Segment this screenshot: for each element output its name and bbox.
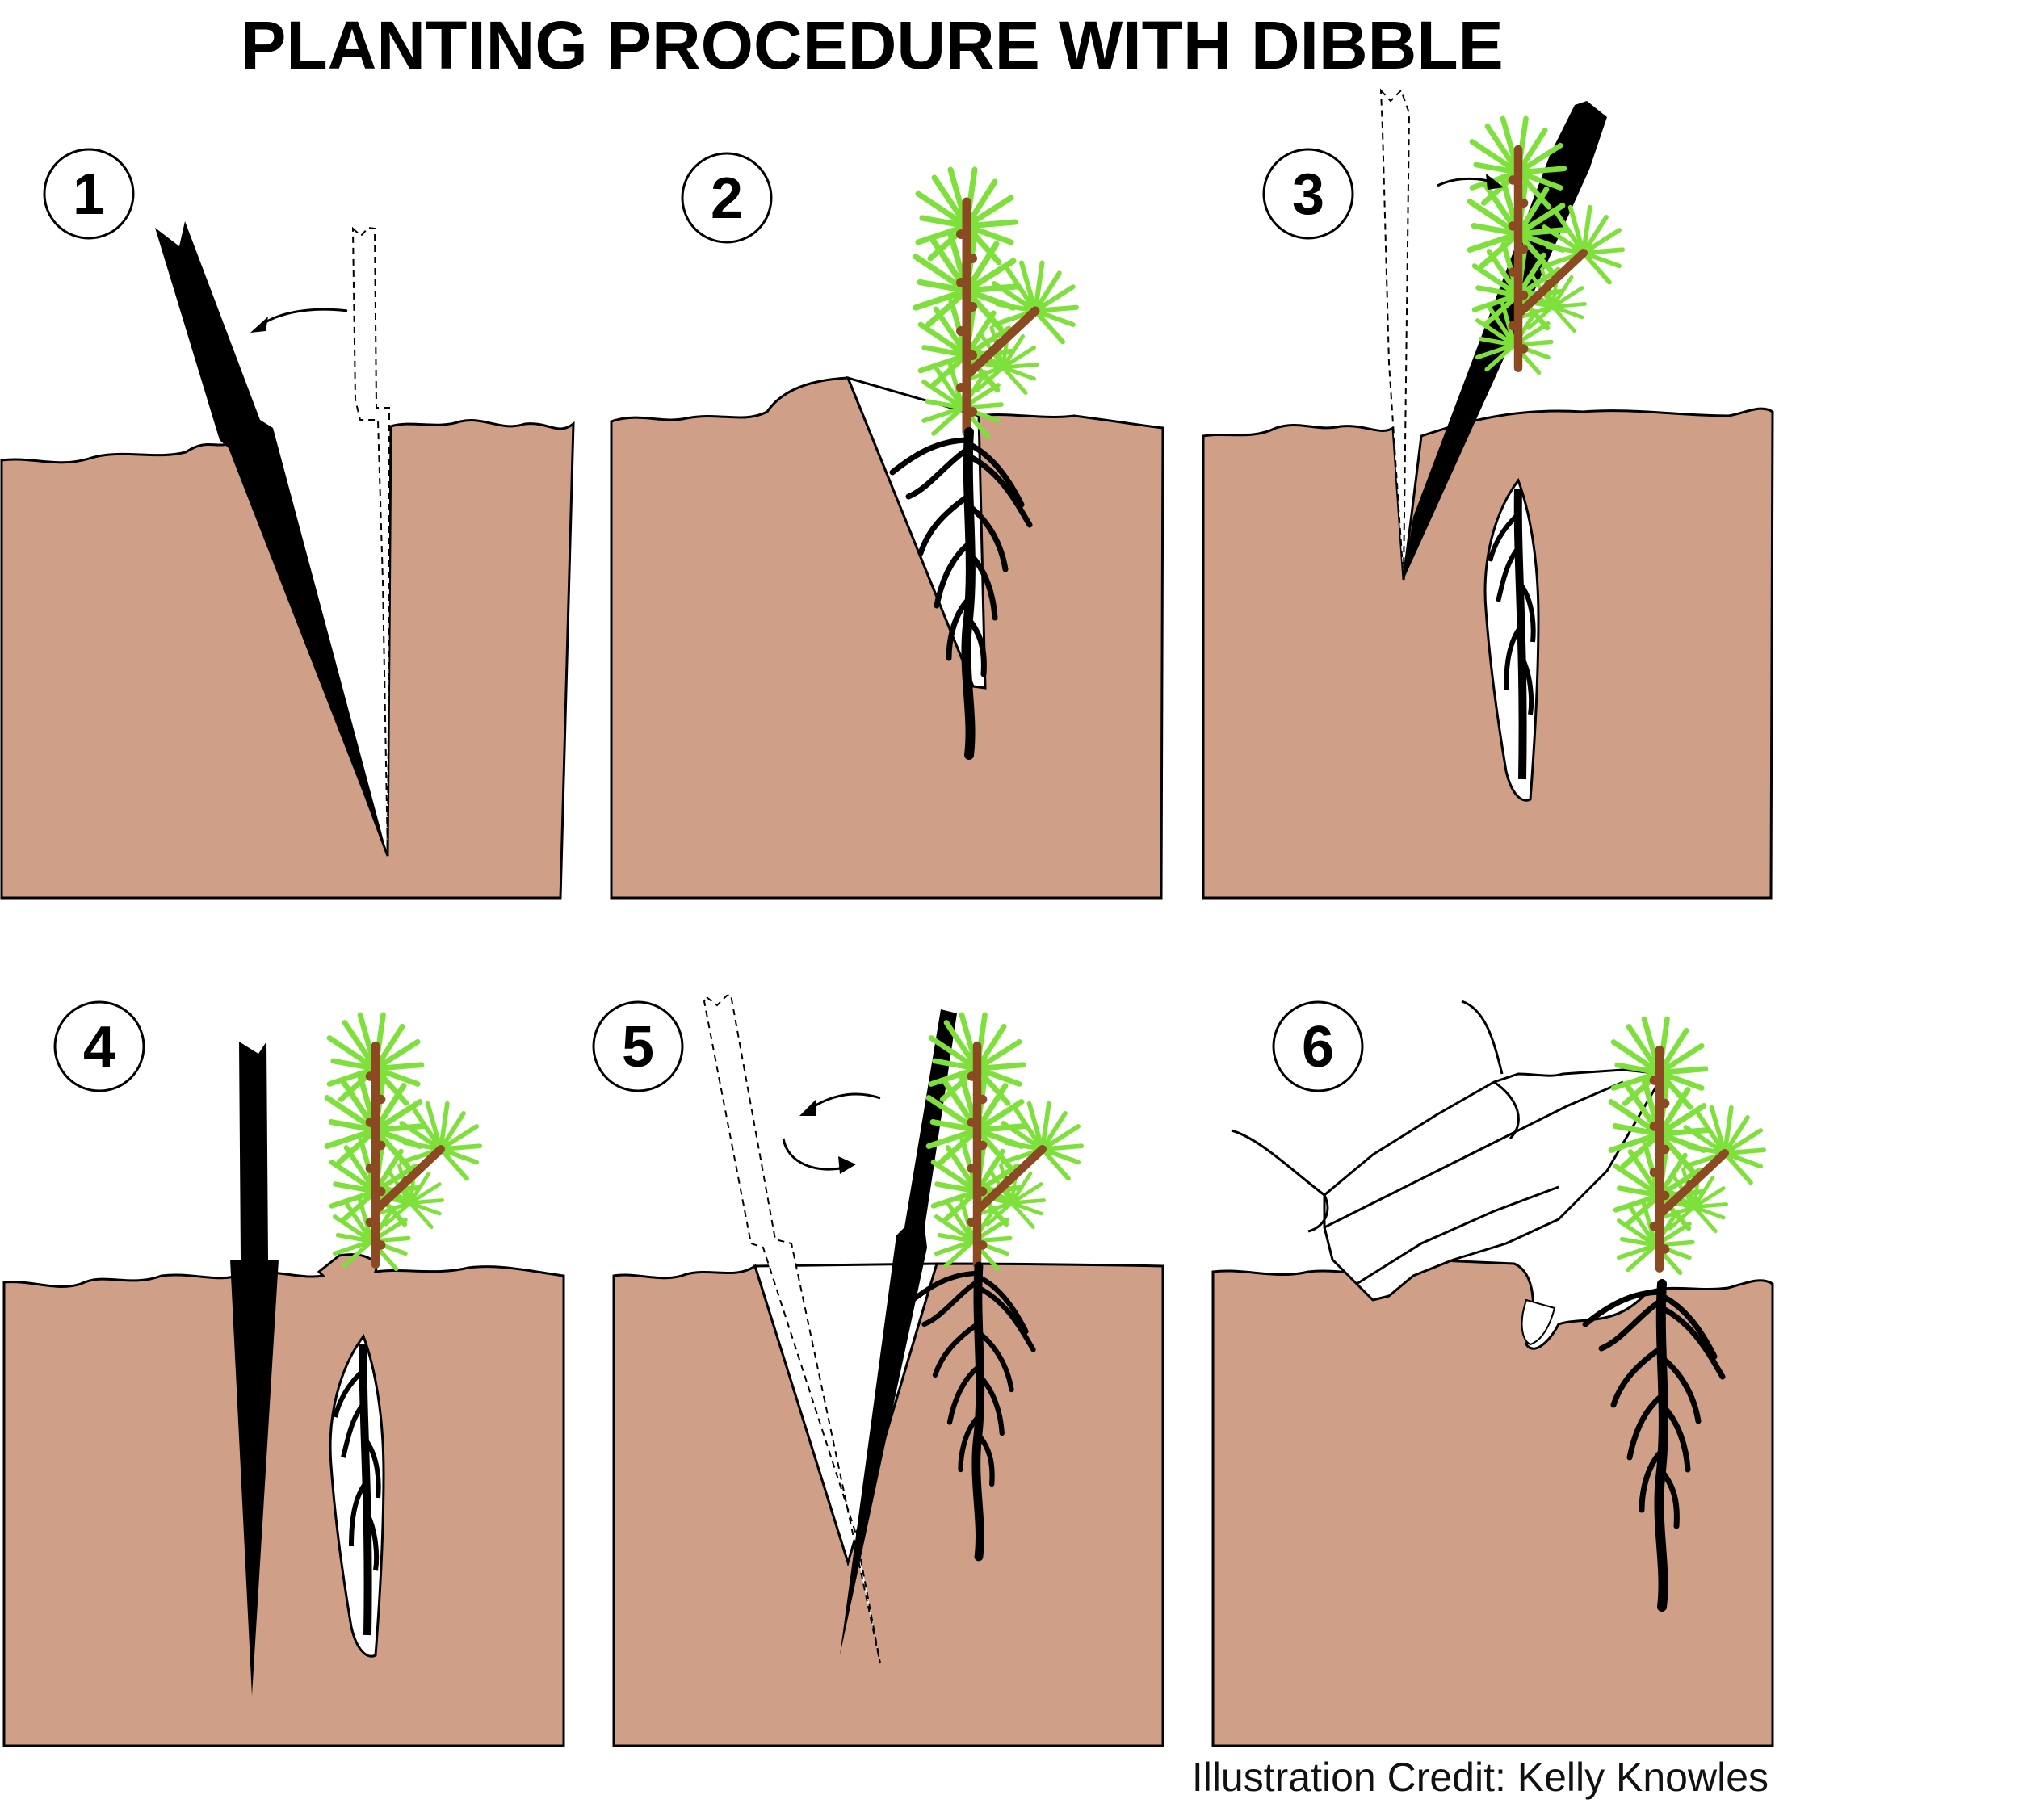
- panel-step-1: 1: [0, 148, 575, 900]
- dibble-ghost-outline: [703, 993, 881, 1664]
- seedling: [327, 1015, 480, 1269]
- dibble-ghost-outline: [351, 226, 390, 857]
- step-number: 6: [1302, 1015, 1334, 1080]
- motion-arrow: [807, 1092, 881, 1112]
- step-number: 5: [622, 1015, 654, 1080]
- dibble-tool: [230, 1042, 279, 1696]
- illustration-credit: Illustration Credit: Kelly Knowles: [1191, 1755, 1769, 1800]
- seedling: [1611, 1019, 1764, 1273]
- step-badge: [1272, 1000, 1364, 1092]
- arrow-head: [838, 1156, 856, 1174]
- soil-gap: [1521, 1298, 1556, 1346]
- soil-block: [610, 376, 1164, 900]
- panel-step-2: 2: [610, 152, 1164, 900]
- step-badge: [681, 152, 773, 244]
- motion-arrow: [258, 308, 348, 329]
- step-badge: [592, 1000, 684, 1092]
- step-badge: [43, 148, 135, 240]
- dibble-tool: [155, 221, 388, 856]
- arrow-head: [250, 317, 268, 333]
- panel-step-3: 3: [1202, 88, 1774, 900]
- boot-icon: [1231, 1068, 1665, 1302]
- dibble-ghost-outline: [1379, 88, 1411, 581]
- soil-block: [2, 1253, 565, 1747]
- step-badge: [1262, 148, 1354, 240]
- soil-block: [1202, 407, 1774, 900]
- arrow-head: [1486, 174, 1504, 190]
- dibble-tool: [840, 1009, 957, 1655]
- panel-step-4: 4: [2, 1000, 565, 1747]
- step-number: 4: [83, 1015, 115, 1080]
- arrow-head: [799, 1100, 816, 1116]
- panel-step-6: 6: [1211, 1000, 1774, 1747]
- soil-block: [1211, 1258, 1774, 1747]
- motion-arrow: [782, 1138, 849, 1171]
- step-number: 2: [711, 166, 743, 231]
- seedling: [929, 1015, 1081, 1269]
- panel-step-5: 5: [592, 993, 1164, 1747]
- step-number: 1: [73, 162, 105, 227]
- seedling: [916, 170, 1076, 437]
- diagram-title: PLANTING PROCEDURE WITH DIBBLE: [241, 7, 1504, 83]
- step-badge: [53, 1000, 145, 1092]
- step-number: 3: [1292, 162, 1324, 227]
